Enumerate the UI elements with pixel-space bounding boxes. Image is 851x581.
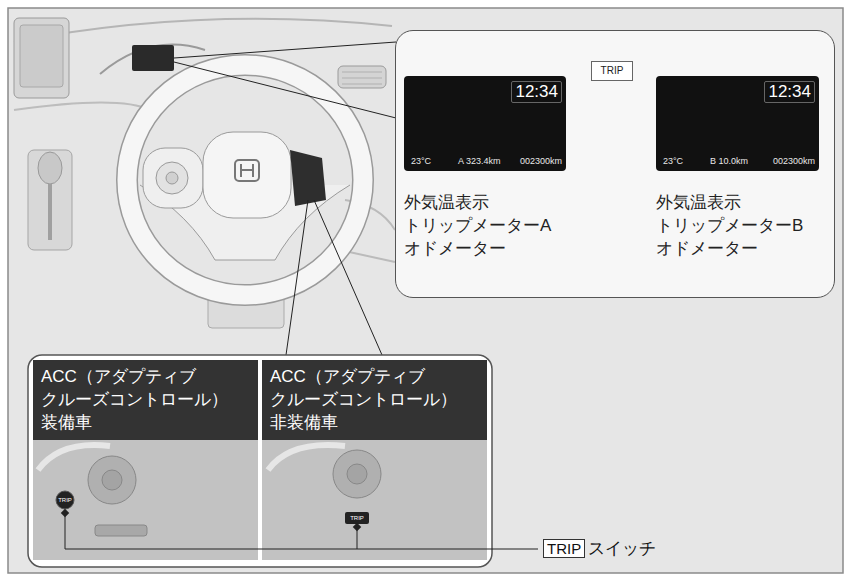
switch-photo [262,440,487,560]
photo-rim [268,445,345,470]
meter-screen: 12:34 23°C A 323.4km 002300km [404,76,566,171]
variant-panel: ACC（アダプティブ クルーズコントロール） 非装備車 [262,360,487,560]
node-text: 12:34 [511,81,562,103]
meter-display [132,45,174,71]
callout-line [286,200,382,355]
node-text: 002300km [520,156,562,167]
node-text: B 10.0km [710,156,748,167]
switch-photo [33,440,258,560]
air-vent [338,66,386,88]
node-text: TRIP [547,540,581,557]
node-text: 外気温表示 トリップメーターA オドメーター [404,191,579,260]
emblem [241,164,253,177]
trip-button [56,491,74,509]
node-text: A 323.4km [458,156,501,167]
switch-panel [28,355,492,567]
node-text: 23°C [411,156,431,167]
leader-dot [353,523,361,531]
switch-dial [166,172,178,184]
header-text: ACC（アダプティブ クルーズコントロール） 装備車 [33,360,258,440]
node-text: 12:34 [764,81,815,103]
callout-line [174,42,396,118]
meter-screen: 12:34 23°C B 10.0km 002300km [656,76,819,171]
photo-button [95,525,147,536]
node-text: 002300km [773,156,815,167]
photo-dial [102,470,122,490]
switch-dial [156,162,188,194]
node-text: 外気温表示 トリップメーターB オドメーター [656,191,831,260]
steering-hub [203,132,291,218]
node-text: TRIP [592,62,632,80]
steering-rim [127,65,363,295]
air-vent [342,72,382,84]
trip-button [345,512,369,524]
leader-dot [61,509,69,517]
part-label: スイッチ [588,538,656,559]
dash-line [14,19,392,42]
shift-panel [28,150,72,250]
button-text: TRIP [350,515,364,521]
button-text: TRIP [58,497,72,503]
dash-line [14,103,150,111]
center-display [20,25,63,87]
photo-dial [333,450,381,498]
photo-dial [88,456,136,504]
display-panel: 外気温表示 トリップメーターA オドメーター 外気温表示 トリップメーターB オド… [395,30,835,298]
node-text: 23°C [663,156,683,167]
shift-lever [48,184,52,240]
emblem [235,160,259,181]
switch-pad-highlight [290,150,326,206]
leader-line [65,513,538,549]
center-display [14,18,69,98]
header-text: ACC（アダプティブ クルーズコントロール） 非装備車 [262,360,487,440]
switch-pad [143,148,203,208]
steering-rim [127,65,363,295]
variant-panel: ACC（アダプティブ クルーズコントロール） 装備車 [33,360,258,560]
photo-dial [347,464,367,484]
trip-key-box: TRIP [543,539,585,558]
frame [8,8,843,573]
shift-knob [38,152,62,184]
trip-button-box: TRIP [591,61,633,81]
